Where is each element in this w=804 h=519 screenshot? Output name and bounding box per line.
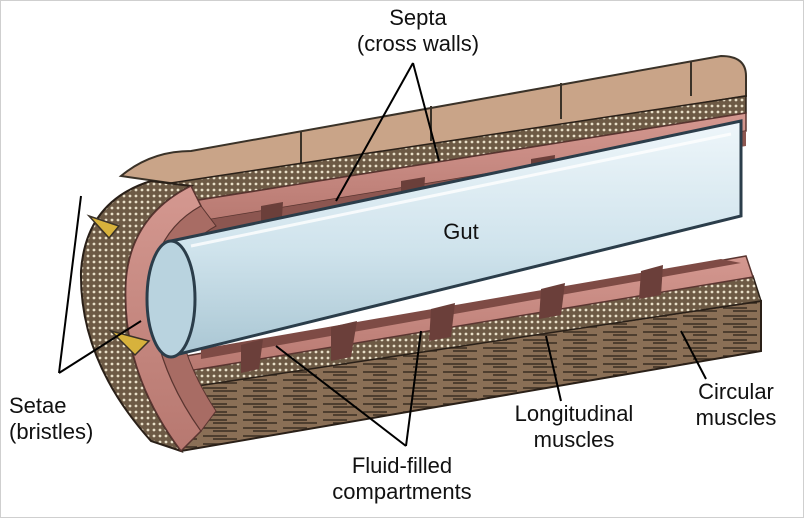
label-gut: Gut xyxy=(443,219,479,244)
leader-circular xyxy=(680,330,707,380)
leader-fluid-1 xyxy=(275,345,407,447)
label-fluid-filled: Fluid-filled compartments xyxy=(332,453,472,504)
label-longitudinal: Longitudinal muscles xyxy=(514,401,634,452)
setae-bristles xyxy=(86,214,151,357)
top-skin-segments xyxy=(118,54,747,227)
leader-septa-2 xyxy=(412,62,440,162)
gut-tube xyxy=(145,119,743,359)
leader-fluid-2 xyxy=(405,330,422,447)
label-setae: Setae (bristles) xyxy=(9,393,94,444)
leader-longitudinal xyxy=(545,335,562,402)
lower-compartments xyxy=(201,259,741,373)
leader-lines xyxy=(58,62,707,447)
label-septa: Septa (cross walls) xyxy=(356,5,480,56)
leader-setae-2 xyxy=(58,320,142,374)
leader-setae-1 xyxy=(58,195,82,374)
label-circular: Circular muscles xyxy=(695,379,777,430)
leader-septa-1 xyxy=(335,62,414,202)
